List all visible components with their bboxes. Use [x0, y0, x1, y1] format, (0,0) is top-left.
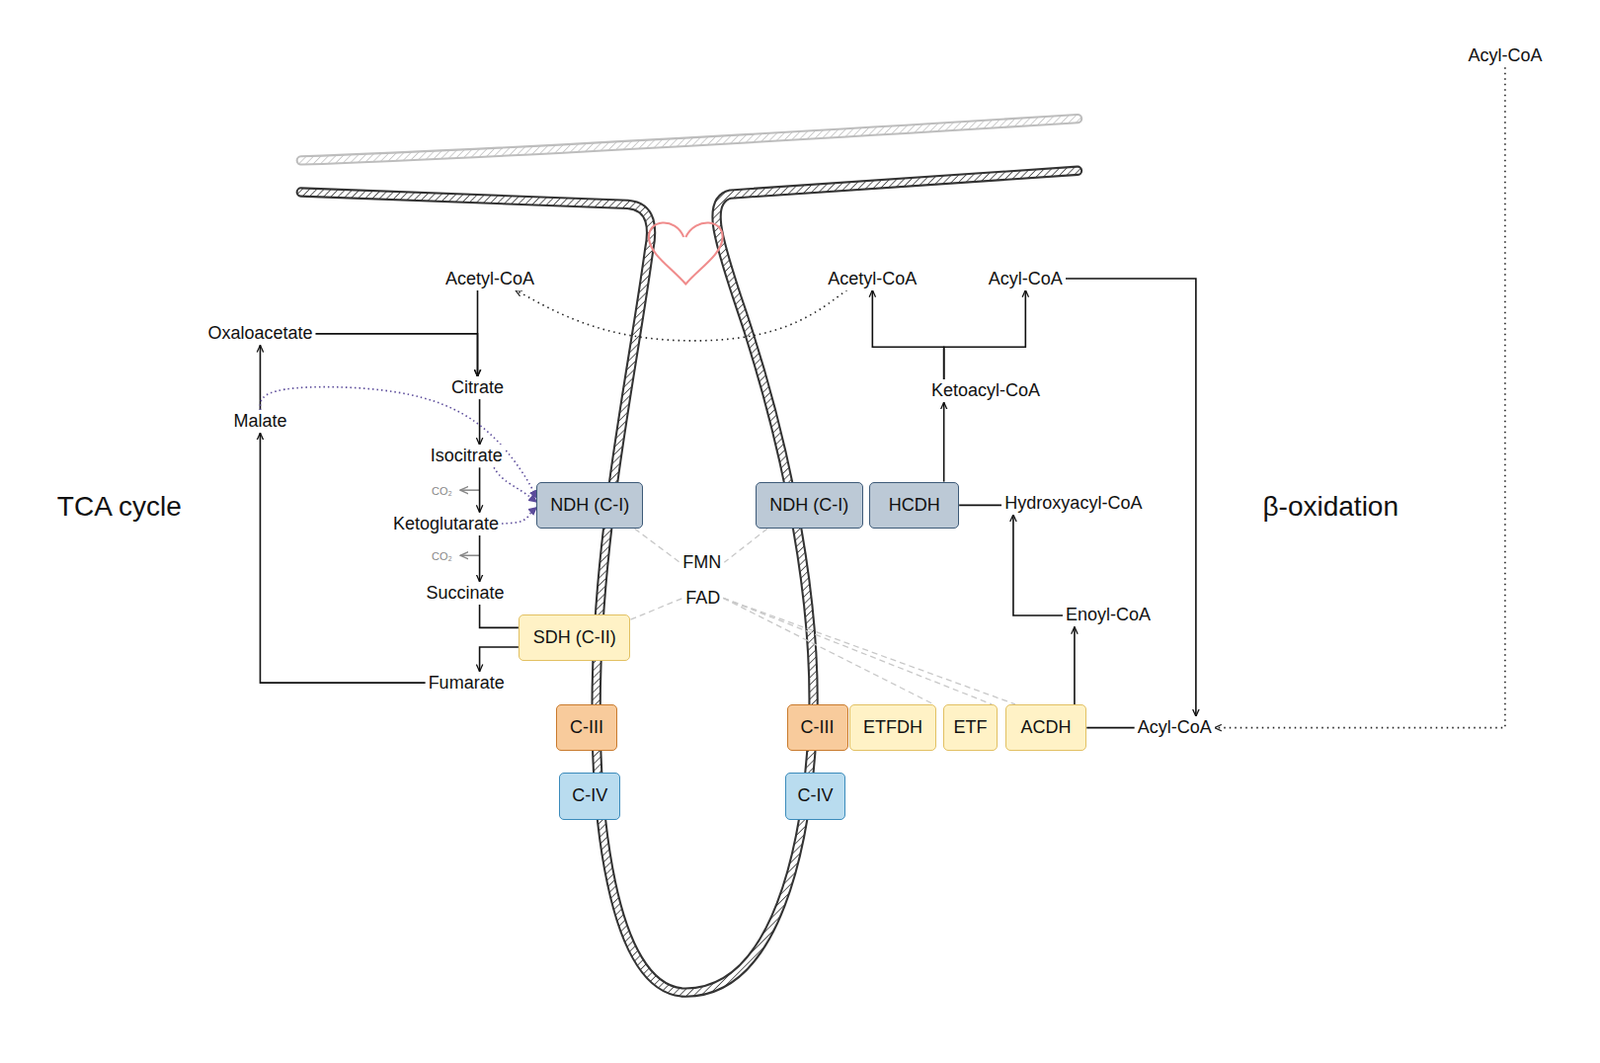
node-text: FAD — [685, 587, 720, 609]
cofactor-link — [722, 597, 1016, 704]
electron-transfer-arrow — [501, 506, 537, 524]
inner-membrane — [301, 170, 1078, 993]
metabolite-label: Acyl-CoA — [985, 267, 1066, 291]
reaction-arrow — [515, 290, 848, 341]
node-text: NDH (C-I) — [769, 494, 849, 516]
complex-box: C-IV — [559, 772, 621, 820]
metabolite-label: Ketoglutarate — [390, 512, 502, 536]
co2-label: CO₂ — [431, 484, 453, 497]
node-text: Acyl-CoA — [1467, 45, 1542, 67]
co2-release-arrow — [460, 555, 480, 558]
reaction-arrow — [479, 399, 481, 445]
outer-membrane-hatch — [301, 118, 1078, 160]
metabolite-label: Oxaloacetate — [204, 321, 316, 345]
metabolite-label: FMN — [679, 551, 724, 574]
node-text: Acetyl-CoA — [827, 268, 917, 290]
reaction-arrow — [1073, 626, 1076, 704]
metabolite-label: Hydroxyacyl-CoA — [1001, 491, 1145, 515]
reaction-arrow — [1214, 67, 1506, 727]
node-text: C-III — [800, 717, 835, 738]
metabolite-label: Acetyl-CoA — [442, 267, 538, 291]
metabolite-label: Citrate — [448, 376, 507, 400]
node-text: Fumarate — [428, 672, 505, 694]
node-text: Enoyl-CoA — [1065, 604, 1151, 626]
node-text: C-IV — [571, 785, 608, 806]
reaction-arrow — [479, 467, 481, 512]
cofactor-link — [630, 597, 683, 620]
complex-box: C-III — [787, 704, 849, 752]
co2-label: CO₂ — [431, 550, 453, 562]
crista-junction-symbol — [648, 222, 723, 284]
node-text: FMN — [682, 552, 721, 573]
complex-box: C-IV — [785, 772, 847, 820]
metabolite-label: Enoyl-CoA — [1062, 603, 1154, 627]
cofactor-link — [722, 597, 934, 704]
complex-box: C-III — [556, 704, 618, 752]
cofactor-link — [722, 597, 992, 704]
electron-transfer-arrow — [259, 387, 537, 499]
node-text: Oxaloacetate — [207, 322, 313, 344]
complex-box: NDH (C-I) — [755, 481, 865, 530]
node-text: SDH (C-II) — [533, 627, 617, 648]
node-text: HCDH — [888, 494, 941, 516]
reaction-arrow — [944, 290, 1027, 381]
node-text: Acetyl-CoA — [445, 268, 535, 290]
node-text: Hydroxyacyl-CoA — [1004, 492, 1142, 514]
reaction-arrow — [959, 504, 1002, 507]
node-text: Citrate — [451, 377, 504, 399]
complex-box: SDH (C-II) — [518, 614, 632, 662]
node-text: Succinate — [426, 582, 505, 604]
complex-box: HCDH — [869, 481, 960, 530]
reaction-arrow — [477, 290, 480, 378]
reaction-arrow — [872, 290, 944, 381]
reaction-arrow — [480, 646, 519, 672]
node-text: C-III — [569, 717, 604, 738]
complex-box: ETFDH — [849, 704, 938, 752]
reaction-arrow — [479, 535, 481, 582]
metabolite-label: Acyl-CoA — [1464, 44, 1545, 68]
complex-box: ACDH — [1005, 704, 1088, 752]
metabolite-label: Acetyl-CoA — [824, 267, 920, 291]
reaction-arrow — [1086, 726, 1134, 729]
cofactor-link — [635, 528, 681, 562]
node-text: Ketoglutarate — [393, 513, 499, 535]
metabolite-label: Acyl-CoA — [1134, 716, 1215, 739]
metabolite-label: Succinate — [423, 581, 508, 605]
node-text: C-IV — [797, 785, 833, 806]
reaction-arrow — [943, 401, 946, 481]
metabolite-label: FAD — [682, 586, 723, 610]
reaction-arrow — [480, 604, 519, 629]
node-text: Isocitrate — [430, 445, 503, 467]
node-text: ACDH — [1020, 717, 1071, 738]
node-text: Malate — [233, 410, 287, 432]
node-text: NDH (C-I) — [550, 494, 630, 516]
cofactor-link — [723, 528, 768, 562]
node-text: ETFDH — [863, 717, 923, 738]
node-text: Acyl-CoA — [988, 268, 1063, 290]
reaction-arrow — [1013, 514, 1063, 616]
co2-release-arrow — [460, 488, 480, 491]
complex-box: ETF — [943, 704, 999, 752]
metabolite-label: Ketoacyl-CoA — [928, 379, 1043, 402]
reaction-arrow — [315, 333, 478, 377]
reaction-arrow — [259, 432, 425, 683]
node-text: Acyl-CoA — [1137, 717, 1212, 738]
electron-transfer-arrow — [493, 467, 537, 502]
node-text: ETF — [954, 717, 988, 738]
metabolite-label: Fumarate — [425, 671, 508, 695]
node-text: Ketoacyl-CoA — [931, 380, 1040, 401]
pathway-title: β-oxidation — [1262, 490, 1399, 523]
outer-membrane — [301, 118, 1078, 160]
metabolite-label: Isocitrate — [427, 444, 506, 468]
pathway-title: TCA cycle — [57, 490, 182, 523]
metabolite-label: Malate — [230, 409, 290, 433]
complex-box: NDH (C-I) — [536, 481, 642, 530]
inner-membrane-hatch — [301, 170, 1078, 993]
